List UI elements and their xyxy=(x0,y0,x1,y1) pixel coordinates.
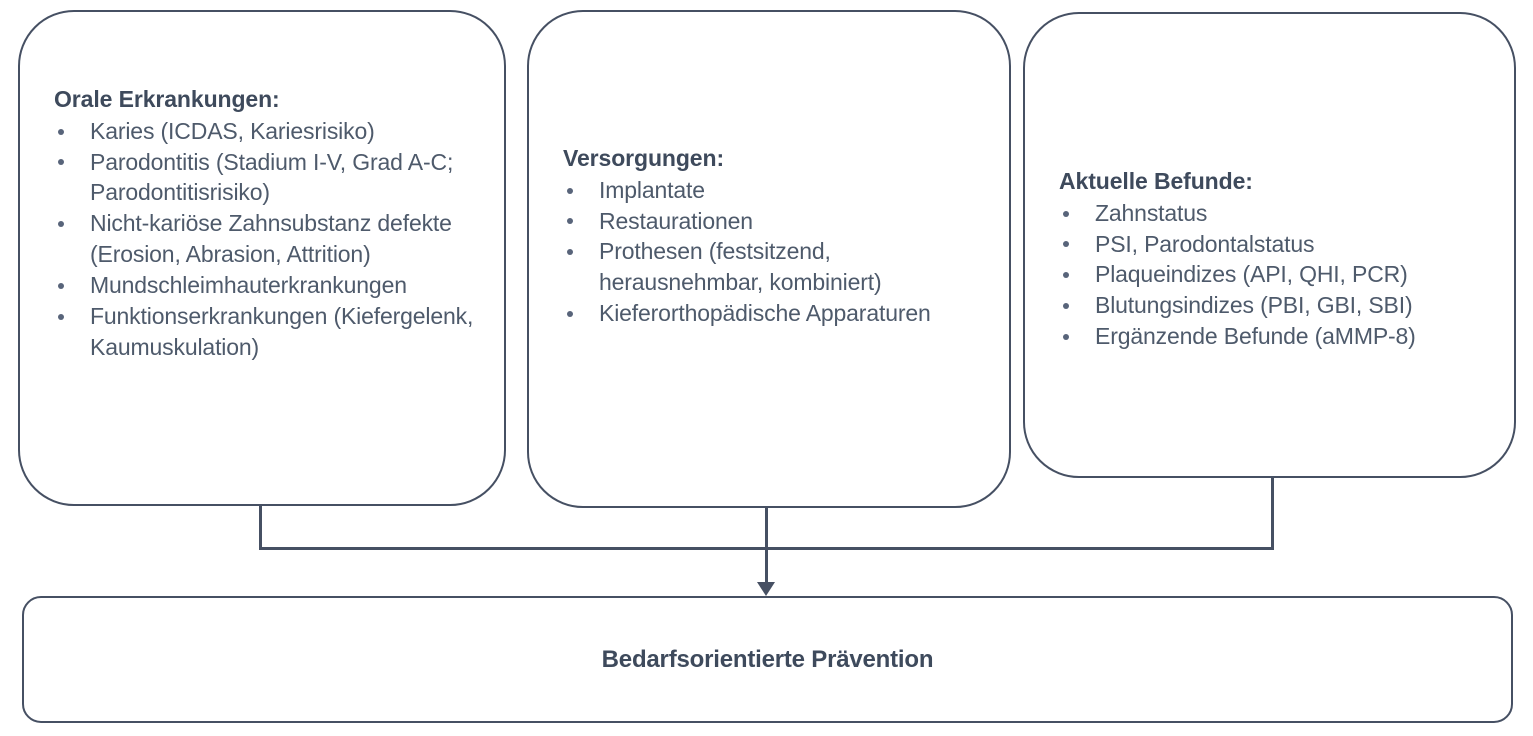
card-heading: Orale Erkrankungen: xyxy=(54,86,280,112)
card-heading: Versorgungen: xyxy=(563,145,725,171)
card-heading: Aktuelle Befunde: xyxy=(1059,168,1253,194)
list-item-label: Karies (ICDAS, Kariesrisiko) xyxy=(90,117,375,144)
list-item: Ergänzende Befunde (aMMP-8) xyxy=(1059,321,1494,352)
bullet-dot-icon xyxy=(567,187,573,194)
bullet-dot-icon xyxy=(1063,303,1069,310)
card-aktuelle-befunde: Aktuelle Befunde: Zahnstatus PSI, Parodo… xyxy=(1023,12,1516,478)
list-item-label: Implantate xyxy=(599,176,705,203)
bullet-dot-icon xyxy=(567,311,573,318)
bullet-dot-icon xyxy=(58,128,64,135)
list-item: Funktionserkrankungen (Kiefergelenk, Kau… xyxy=(54,301,484,363)
list-item: Zahnstatus xyxy=(1059,198,1494,229)
list-item-label: Nicht-kariöse Zahnsubstanz defekte (Eros… xyxy=(90,210,452,268)
footer-label: Bedarfsorientierte Prävention xyxy=(601,645,934,673)
list-item: Kieferorthopädische Apparaturen xyxy=(563,298,989,329)
list-item-label: Zahnstatus xyxy=(1095,199,1208,226)
bullet-dot-icon xyxy=(58,221,64,228)
card-bullet-list: Karies (ICDAS, Kariesrisiko) Parodontiti… xyxy=(54,116,484,363)
bullet-dot-icon xyxy=(567,218,573,225)
list-item-label: Mundschleimhauterkrankungen xyxy=(90,272,407,299)
list-item: Implantate xyxy=(563,175,989,206)
bullet-dot-icon xyxy=(58,283,64,290)
list-item: Plaqueindizes (API, QHI, PCR) xyxy=(1059,259,1494,290)
card-bullet-list: Zahnstatus PSI, Parodontalstatus Plaquei… xyxy=(1059,198,1494,353)
list-item-label: PSI, Parodontalstatus xyxy=(1095,230,1315,257)
list-item-label: Kieferorthopädische Apparaturen xyxy=(599,300,931,327)
connector-stub-right xyxy=(1271,478,1274,550)
list-item: Blutungsindizes (PBI, GBI, SBI) xyxy=(1059,290,1494,321)
list-item-label: Ergänzende Befunde (aMMP-8) xyxy=(1095,323,1416,350)
connector-arrowhead-icon xyxy=(757,582,775,596)
connector-center-line xyxy=(765,507,768,588)
bullet-dot-icon xyxy=(1063,272,1069,279)
list-item: Mundschleimhauterkrankungen xyxy=(54,270,484,301)
list-item: Nicht-kariöse Zahnsubstanz defekte (Eros… xyxy=(54,208,484,270)
list-item-label: Blutungsindizes (PBI, GBI, SBI) xyxy=(1095,292,1413,319)
bullet-dot-icon xyxy=(1063,334,1069,341)
bullet-dot-icon xyxy=(58,159,64,166)
list-item-label: Funktionserkrankungen (Kiefergelenk, Kau… xyxy=(90,303,474,361)
list-item-label: Prothesen (festsitzend, herausnehmbar, k… xyxy=(599,238,882,296)
card-versorgungen: Versorgungen: Implantate Restaurationen … xyxy=(527,10,1011,508)
list-item-label: Parodontitis (Stadium I-V, Grad A-C; Par… xyxy=(90,148,454,206)
list-item: Prothesen (festsitzend, herausnehmbar, k… xyxy=(563,236,989,298)
connector-stub-left xyxy=(259,505,262,550)
list-item-label: Restaurationen xyxy=(599,207,753,234)
list-item: Parodontitis (Stadium I-V, Grad A-C; Par… xyxy=(54,147,484,209)
bullet-dot-icon xyxy=(567,249,573,256)
bullet-dot-icon xyxy=(1063,210,1069,217)
bullet-dot-icon xyxy=(58,314,64,321)
card-bullet-list: Implantate Restaurationen Prothesen (fes… xyxy=(563,175,989,330)
card-bedarfsorientierte-praevention: Bedarfsorientierte Prävention xyxy=(22,596,1513,723)
list-item: Restaurationen xyxy=(563,206,989,237)
list-item: PSI, Parodontalstatus xyxy=(1059,229,1494,260)
card-orale-erkrankungen: Orale Erkrankungen: Karies (ICDAS, Karie… xyxy=(18,10,506,506)
bullet-dot-icon xyxy=(1063,241,1069,248)
list-item-label: Plaqueindizes (API, QHI, PCR) xyxy=(1095,261,1408,288)
list-item: Karies (ICDAS, Kariesrisiko) xyxy=(54,116,484,147)
